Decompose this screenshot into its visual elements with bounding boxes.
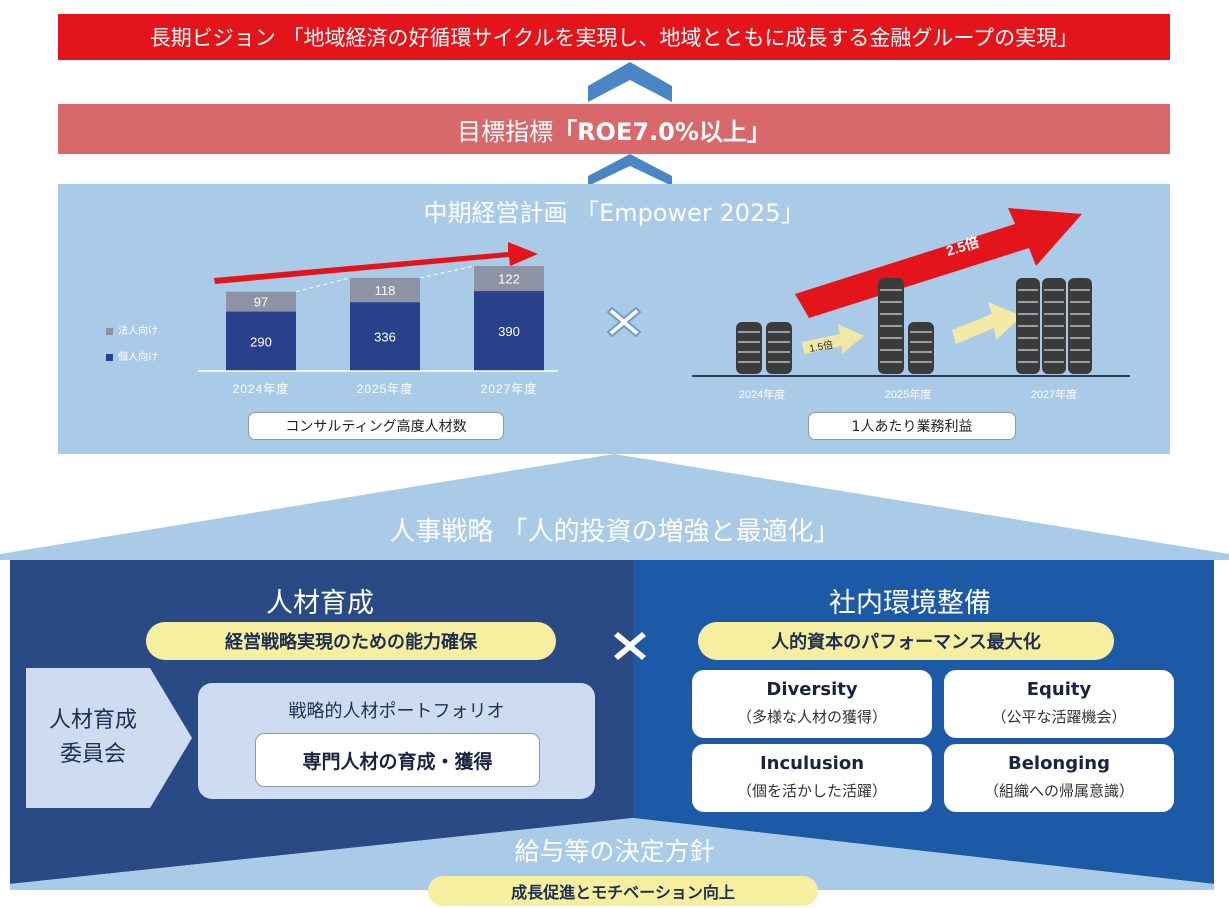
consulting-chart-caption: コンサルティング高度人材数 [248,412,504,440]
development-pill: 経営戦略実現のための能力確保 [146,622,556,660]
committee-arrow-shape [26,668,192,808]
committee-label: 人材育成 委員会 [28,704,158,774]
midterm-plan-panel: 中期経営計画 「Empower 2025」 法人向け 個人向け 290 97 202… [58,184,1170,454]
coin-stack-2025 [878,278,934,374]
chevron-up-icon [588,154,672,186]
chevron-up-icon [588,62,672,102]
roe-banner: 目標指標 「ROE7.0%以上」 [58,104,1170,154]
environment-title: 社内環境整備 [829,587,991,619]
committee-line: 委員会 [59,742,126,767]
hr-strategy-title: 人事戦略 「人的投資の増強と最適化」 [389,516,840,547]
card-equity: Equity （公平な活躍機会） [944,670,1174,738]
bar-category-label: 2027年度 [481,381,538,396]
vision-banner: 長期ビジョン 「地域経済の好循環サイクルを実現し、地域とともに成長する金融グルー… [58,14,1170,60]
bar-value-label: 97 [254,295,268,310]
growth-arrow-small: 1.5倍 [802,324,864,355]
card-diversity: Diversity （多様な人材の獲得） [692,670,932,738]
connector-line [419,265,475,279]
card-title: Equity [1026,679,1092,700]
card-inclusion: Inculusion （個を活かした活躍） [692,744,932,812]
coin-stack-2027 [1016,278,1092,374]
growth-arrow-mid [952,302,1022,344]
development-title: 人材育成 [266,587,374,619]
bar-value-label: 390 [498,324,520,339]
cross-icon [606,306,642,338]
card-title: Diversity [766,679,858,700]
bar-value-label: 290 [250,334,272,349]
vision-text: 長期ビジョン 「地域経済の好循環サイクルを実現し、地域とともに成長する金融グルー… [149,26,1079,50]
bar-segment-individual [226,311,296,371]
legend-label: 個人向け [118,352,158,363]
roe-value: 「ROE7.0%以上」 [553,117,771,146]
trend-arrow [214,242,538,284]
bar-category-label: 2024年度 [233,381,290,396]
connector-line [295,277,351,293]
legend-swatch [106,327,113,335]
growth-arrow-big [795,208,1082,318]
card-subtitle: （公平な活躍機会） [991,708,1127,726]
growth-label-small: 1.5倍 [808,338,834,355]
profit-year-label: 2027年度 [1031,387,1077,401]
bar-value-label: 118 [375,283,396,298]
pay-policy-pill: 成長促進とモチベーション向上 [428,876,818,906]
cross-icon [614,632,646,660]
bar-value-label: 122 [498,272,520,287]
bar-segment-corporate [474,266,544,292]
card-subtitle: （個を活かした活躍） [736,782,887,800]
card-belonging: Belonging （組織への帰属意識） [944,744,1174,812]
bar-segment-individual [350,302,420,371]
portfolio-label: 戦略的人材ポートフォリオ [288,701,505,722]
portfolio-item: 専門人材の育成・獲得 [255,733,540,787]
bar-segment-corporate [350,277,420,303]
consulting-stacked-bar-chart: 290 97 2024年度 336 118 2025年度 390 122 2027年度 [198,242,558,396]
legend-swatch [106,353,113,361]
bar-segment-individual [474,291,544,371]
plan-title: 中期経営計画 「Empower 2025」 [423,198,805,227]
portfolio-box: 戦略的人材ポートフォリオ 専門人材の育成・獲得 [198,683,595,799]
profit-year-label: 2025年度 [885,387,931,401]
card-title: Belonging [1007,753,1111,774]
profit-year-label: 2024年度 [739,387,785,401]
card-title: Inculusion [759,753,865,774]
card-subtitle: （組織への帰属意識） [983,782,1134,800]
profit-per-person-illustration: 2.5倍 1.5倍 [692,208,1130,401]
coin-stack-2024 [736,322,792,374]
environment-pill: 人的資本のパフォーマンス最大化 [698,622,1114,660]
legend-label: 法人向け [118,326,158,337]
card-subtitle: （多様な人材の獲得） [736,708,887,726]
roe-label: 目標指標 [457,117,554,146]
committee-line: 人材育成 [48,708,137,733]
profit-chart-caption: 1人あたり業務利益 [808,412,1016,440]
legend-item-individual: 個人向け [106,348,158,363]
bar-segment-corporate [226,291,296,312]
legend-item-corporate: 法人向け [106,322,158,337]
pay-policy-title: 給与等の決定方針 [514,837,715,866]
bar-category-label: 2025年度 [357,381,414,396]
bar-value-label: 336 [374,330,396,345]
